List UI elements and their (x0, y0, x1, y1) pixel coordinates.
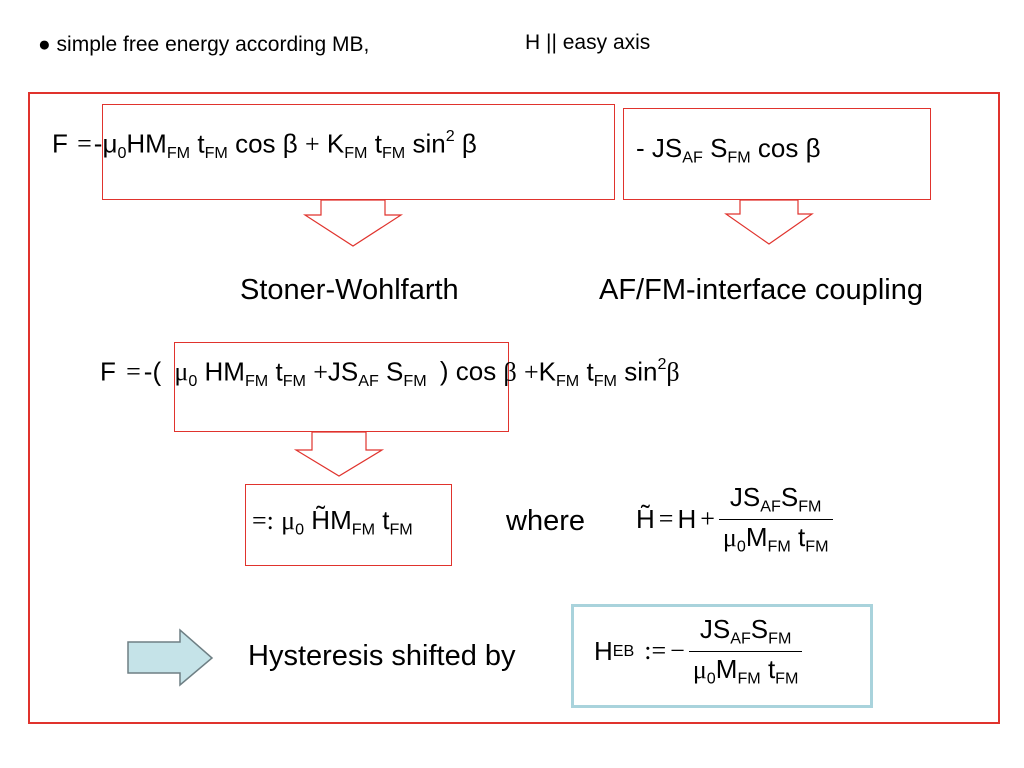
fraction: JSAFSFM μ0MFM tFM (718, 482, 833, 556)
equation-coupling-term: - JSAF SFM cos β (636, 133, 821, 167)
header-condition: H || easy axis (525, 31, 651, 54)
effective-field-box (245, 484, 452, 566)
exchange-bias-box (571, 604, 873, 708)
equation-free-energy-1: F =-μ0HMFM tFM cos β + KFM tFM sin2 β (52, 127, 477, 162)
bullet-icon: ● (38, 33, 51, 56)
down-arrow-icon (724, 199, 814, 245)
down-arrow-icon (302, 199, 404, 247)
label-where: where (506, 505, 585, 537)
down-arrow-icon (293, 431, 385, 477)
fraction: JSAFSFM μ0MFM tFM (688, 614, 803, 688)
equation-free-energy-2: F =-( μ0 HMFM tFM +JSAF SFM ) cos β +KFM… (100, 355, 680, 390)
header-line: ● simple free energy according MB, (38, 33, 369, 57)
equation-h-tilde: H̃ = H + JSAFSFM μ0MFM tFM (636, 482, 833, 556)
label-hysteresis: Hysteresis shifted by (248, 640, 516, 672)
equation-effective-field: =: μ0 H̃MFM tFM (252, 505, 413, 539)
label-interface-coupling: AF/FM-interface coupling (599, 274, 923, 306)
header-text: simple free energy according MB, (56, 33, 370, 56)
right-arrow-icon (127, 628, 214, 687)
outer-frame (28, 92, 1000, 724)
label-stoner-wohlfarth: Stoner-Wohlfarth (240, 274, 459, 306)
